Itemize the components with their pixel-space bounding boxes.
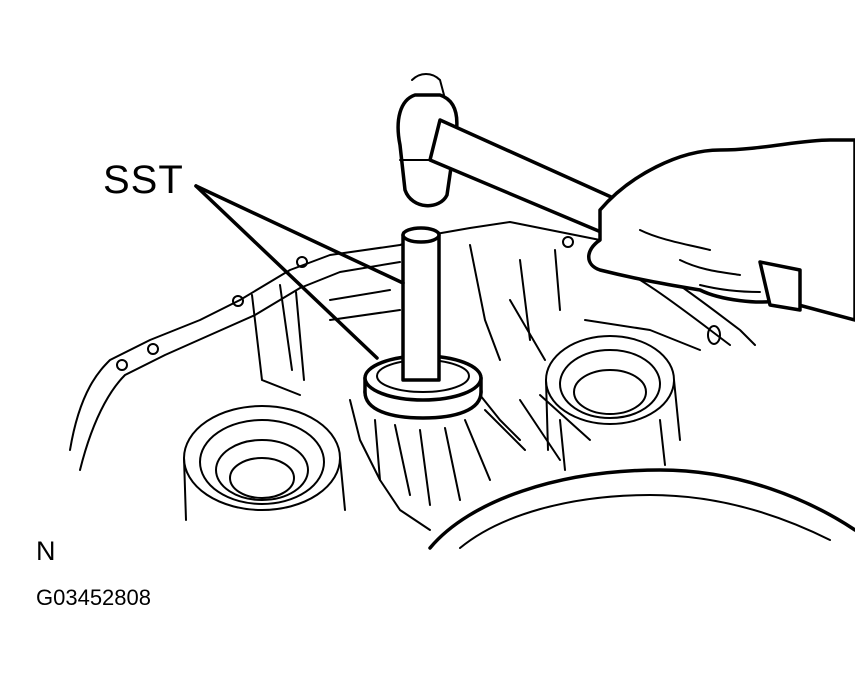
orientation-marker: N — [36, 536, 56, 566]
sst-leader-lines — [194, 184, 405, 360]
figure-code: G03452808 — [36, 585, 151, 610]
sst-tool — [363, 226, 483, 420]
center-boss — [349, 394, 591, 531]
hammer — [396, 73, 642, 242]
right-bore — [545, 335, 681, 471]
hand — [587, 138, 855, 322]
case-ribs — [251, 244, 721, 396]
housing-arc — [428, 468, 855, 550]
left-bore — [183, 405, 346, 521]
sst-callout-label: SST — [103, 158, 184, 202]
